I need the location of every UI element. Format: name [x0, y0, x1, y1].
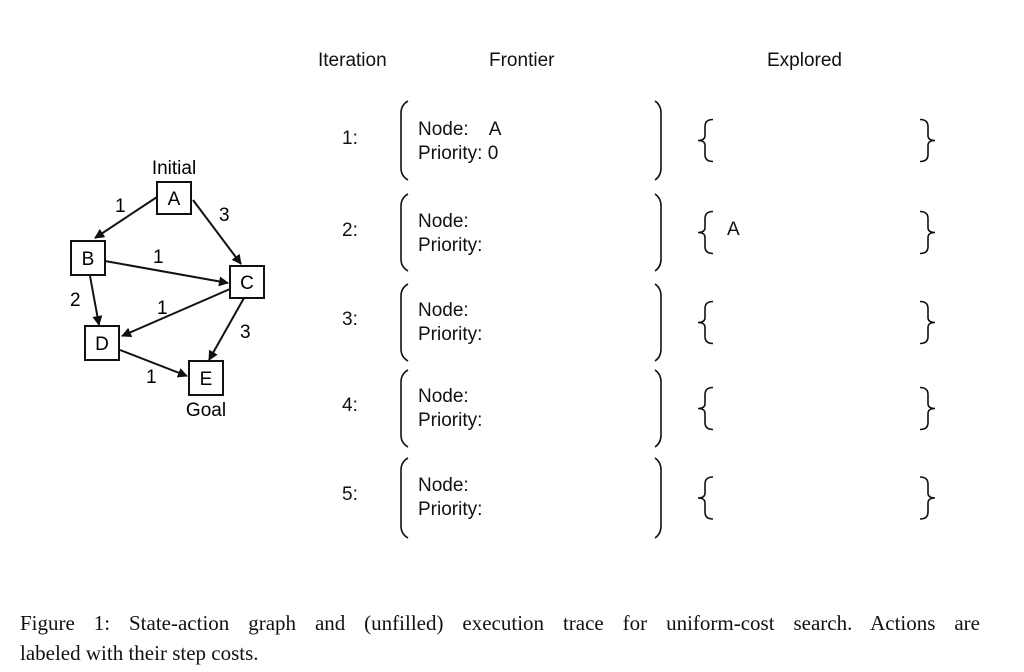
frontier-right-bracket — [654, 457, 662, 539]
header-iteration: Iteration — [318, 50, 387, 71]
header-frontier: Frontier — [489, 50, 555, 71]
edge-b-c — [104, 260, 229, 287]
frontier-node-line: Node: — [418, 474, 490, 498]
frontier-right-bracket — [654, 100, 662, 181]
edge-d-e — [119, 349, 188, 378]
state-action-graph: 1 3 1 2 1 3 1 A B C D E Initial Goal — [70, 158, 265, 421]
frontier-left-bracket — [400, 283, 409, 362]
node-e-label: E — [200, 369, 213, 390]
node-d: D — [84, 325, 120, 361]
explored-left-brace — [697, 300, 714, 345]
explored-left-brace — [697, 476, 714, 520]
iteration-number: 2: — [342, 220, 358, 241]
priority-label: Priority: — [418, 499, 483, 520]
caption-line-2: labeled with their step costs. — [20, 641, 259, 665]
node-label: Node: — [418, 300, 469, 321]
priority-label: Priority: — [418, 143, 483, 164]
priority-label: Priority: — [418, 324, 483, 345]
priority-label: Priority: — [418, 235, 483, 256]
frontier-node-line: Node: — [418, 385, 490, 409]
explored-left-brace — [697, 210, 714, 255]
node-d-label: D — [95, 334, 109, 355]
node-label: Node: — [418, 211, 469, 232]
explored-set-value: A — [727, 219, 740, 240]
node-c: C — [229, 265, 265, 299]
explored-right-brace — [919, 118, 936, 163]
frontier-priority-line: Priority: — [418, 234, 488, 258]
edge-cost-b-c: 1 — [153, 247, 164, 268]
frontier-node-line: Node: — [418, 299, 490, 323]
priority-label: Priority: — [418, 410, 483, 431]
frontier-node-line: Node: — [418, 210, 490, 234]
edge-c-e — [208, 297, 245, 361]
caption-line-1: Figure 1: State-action graph and (unfill… — [20, 611, 980, 635]
explored-right-brace — [919, 300, 936, 345]
node-c-label: C — [240, 273, 254, 294]
frontier-right-bracket — [654, 283, 662, 362]
frontier-left-bracket — [400, 369, 409, 448]
goal-label: Goal — [186, 400, 226, 421]
frontier-left-bracket — [400, 193, 409, 272]
edge-cost-c-d: 1 — [157, 298, 168, 319]
edge-b-d — [89, 275, 103, 326]
node-label: Node: — [418, 119, 469, 140]
frontier-right-bracket — [654, 369, 662, 448]
edge-cost-c-e: 3 — [240, 322, 251, 343]
frontier-node-value: A — [488, 119, 502, 140]
frontier-priority-line: Priority: — [418, 323, 488, 347]
explored-right-brace — [919, 386, 936, 431]
explored-left-brace — [697, 118, 714, 163]
initial-label: Initial — [152, 158, 196, 179]
frontier-priority-value: 0 — [487, 143, 499, 164]
edge-cost-a-c: 3 — [219, 205, 230, 226]
frontier-priority-line: Priority: — [418, 498, 488, 522]
frontier-right-bracket — [654, 193, 662, 272]
iteration-number: 3: — [342, 309, 358, 330]
iteration-number: 4: — [342, 395, 358, 416]
frontier-left-bracket — [400, 100, 409, 181]
trace-brackets — [400, 100, 936, 539]
node-a: A — [156, 181, 192, 215]
explored-right-brace — [919, 476, 936, 520]
iteration-number: 1: — [342, 128, 358, 149]
node-e: E — [188, 360, 224, 396]
edge-a-c — [192, 199, 242, 265]
explored-right-brace — [919, 210, 936, 255]
edge-c-d — [121, 288, 231, 337]
edge-cost-d-e: 1 — [146, 367, 157, 388]
header-explored: Explored — [767, 50, 842, 71]
frontier-priority-line: Priority: — [418, 409, 488, 433]
node-b: B — [70, 240, 106, 276]
node-label: Node: — [418, 475, 469, 496]
frontier-priority-line: Priority: 0 — [418, 142, 498, 166]
node-a-label: A — [168, 189, 181, 210]
frontier-left-bracket — [400, 457, 409, 539]
edge-a-b — [94, 196, 158, 239]
node-b-label: B — [82, 249, 95, 270]
edge-cost-b-d: 2 — [70, 290, 81, 311]
node-label: Node: — [418, 386, 469, 407]
frontier-node-line: Node: A — [418, 118, 501, 142]
edge-cost-a-b: 1 — [115, 196, 126, 217]
figure-caption: Figure 1: State-action graph and (unfill… — [20, 608, 980, 668]
explored-left-brace — [697, 386, 714, 431]
iteration-number: 5: — [342, 484, 358, 505]
